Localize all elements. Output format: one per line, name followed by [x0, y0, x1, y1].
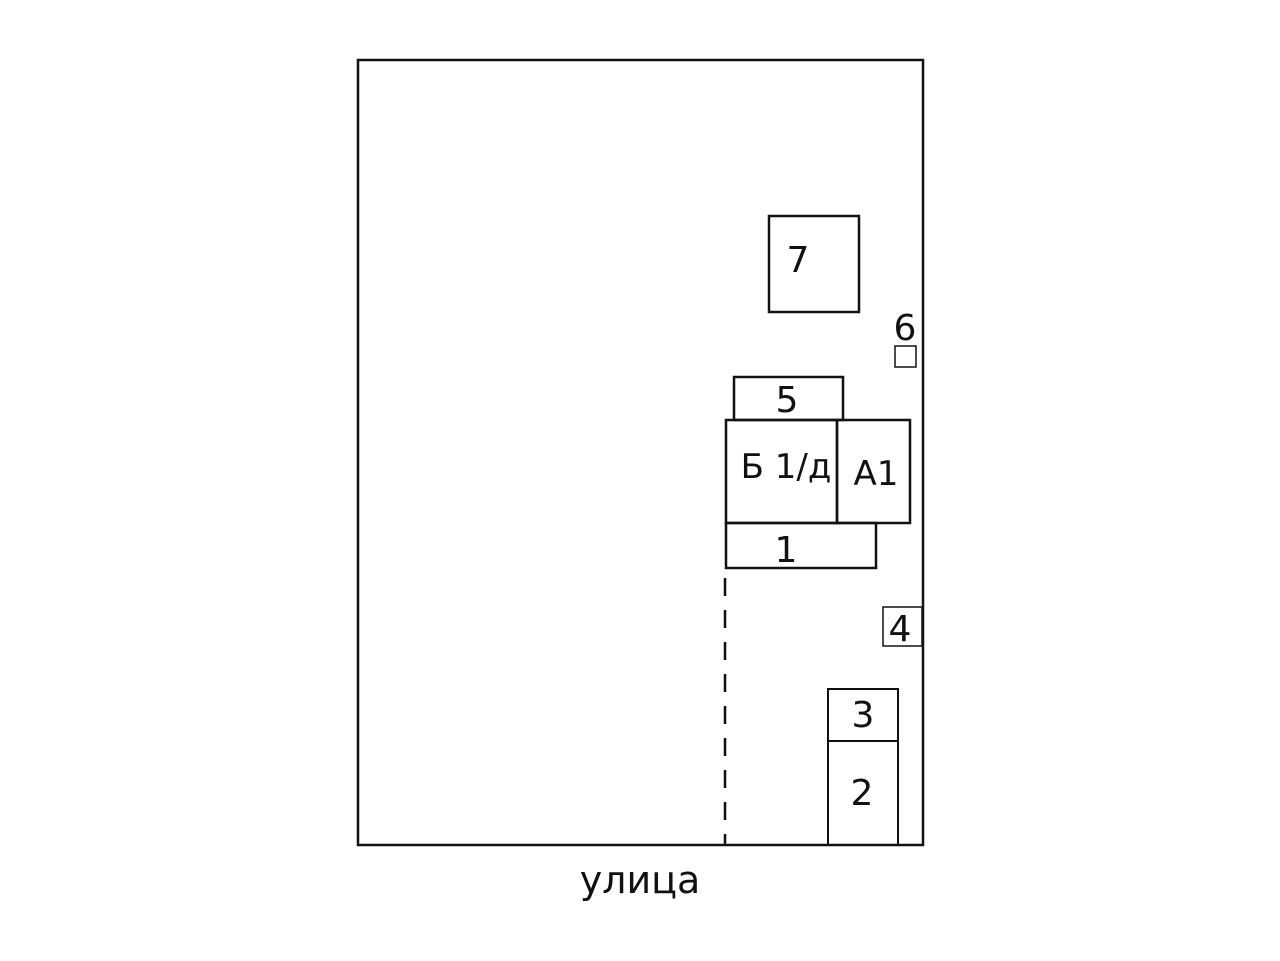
building-6-label: 6 — [894, 308, 917, 349]
building-3-label: 3 — [852, 695, 875, 736]
building-4-label: 4 — [889, 609, 912, 650]
building-2-label: 2 — [851, 773, 874, 814]
building-5-label: 5 — [776, 380, 799, 421]
building-2 — [827, 740, 899, 846]
building-1 — [724, 521, 878, 570]
building-6 — [894, 345, 917, 368]
building-a1-label: А1 — [854, 454, 899, 494]
plot-boundary — [356, 58, 925, 847]
building-1-label: 1 — [775, 530, 798, 571]
building-main-b-label: Б 1/д — [741, 447, 832, 487]
building-7 — [767, 214, 861, 314]
building-7-label: 7 — [787, 240, 810, 281]
street-label: улица — [580, 858, 701, 902]
building-4 — [882, 606, 923, 647]
